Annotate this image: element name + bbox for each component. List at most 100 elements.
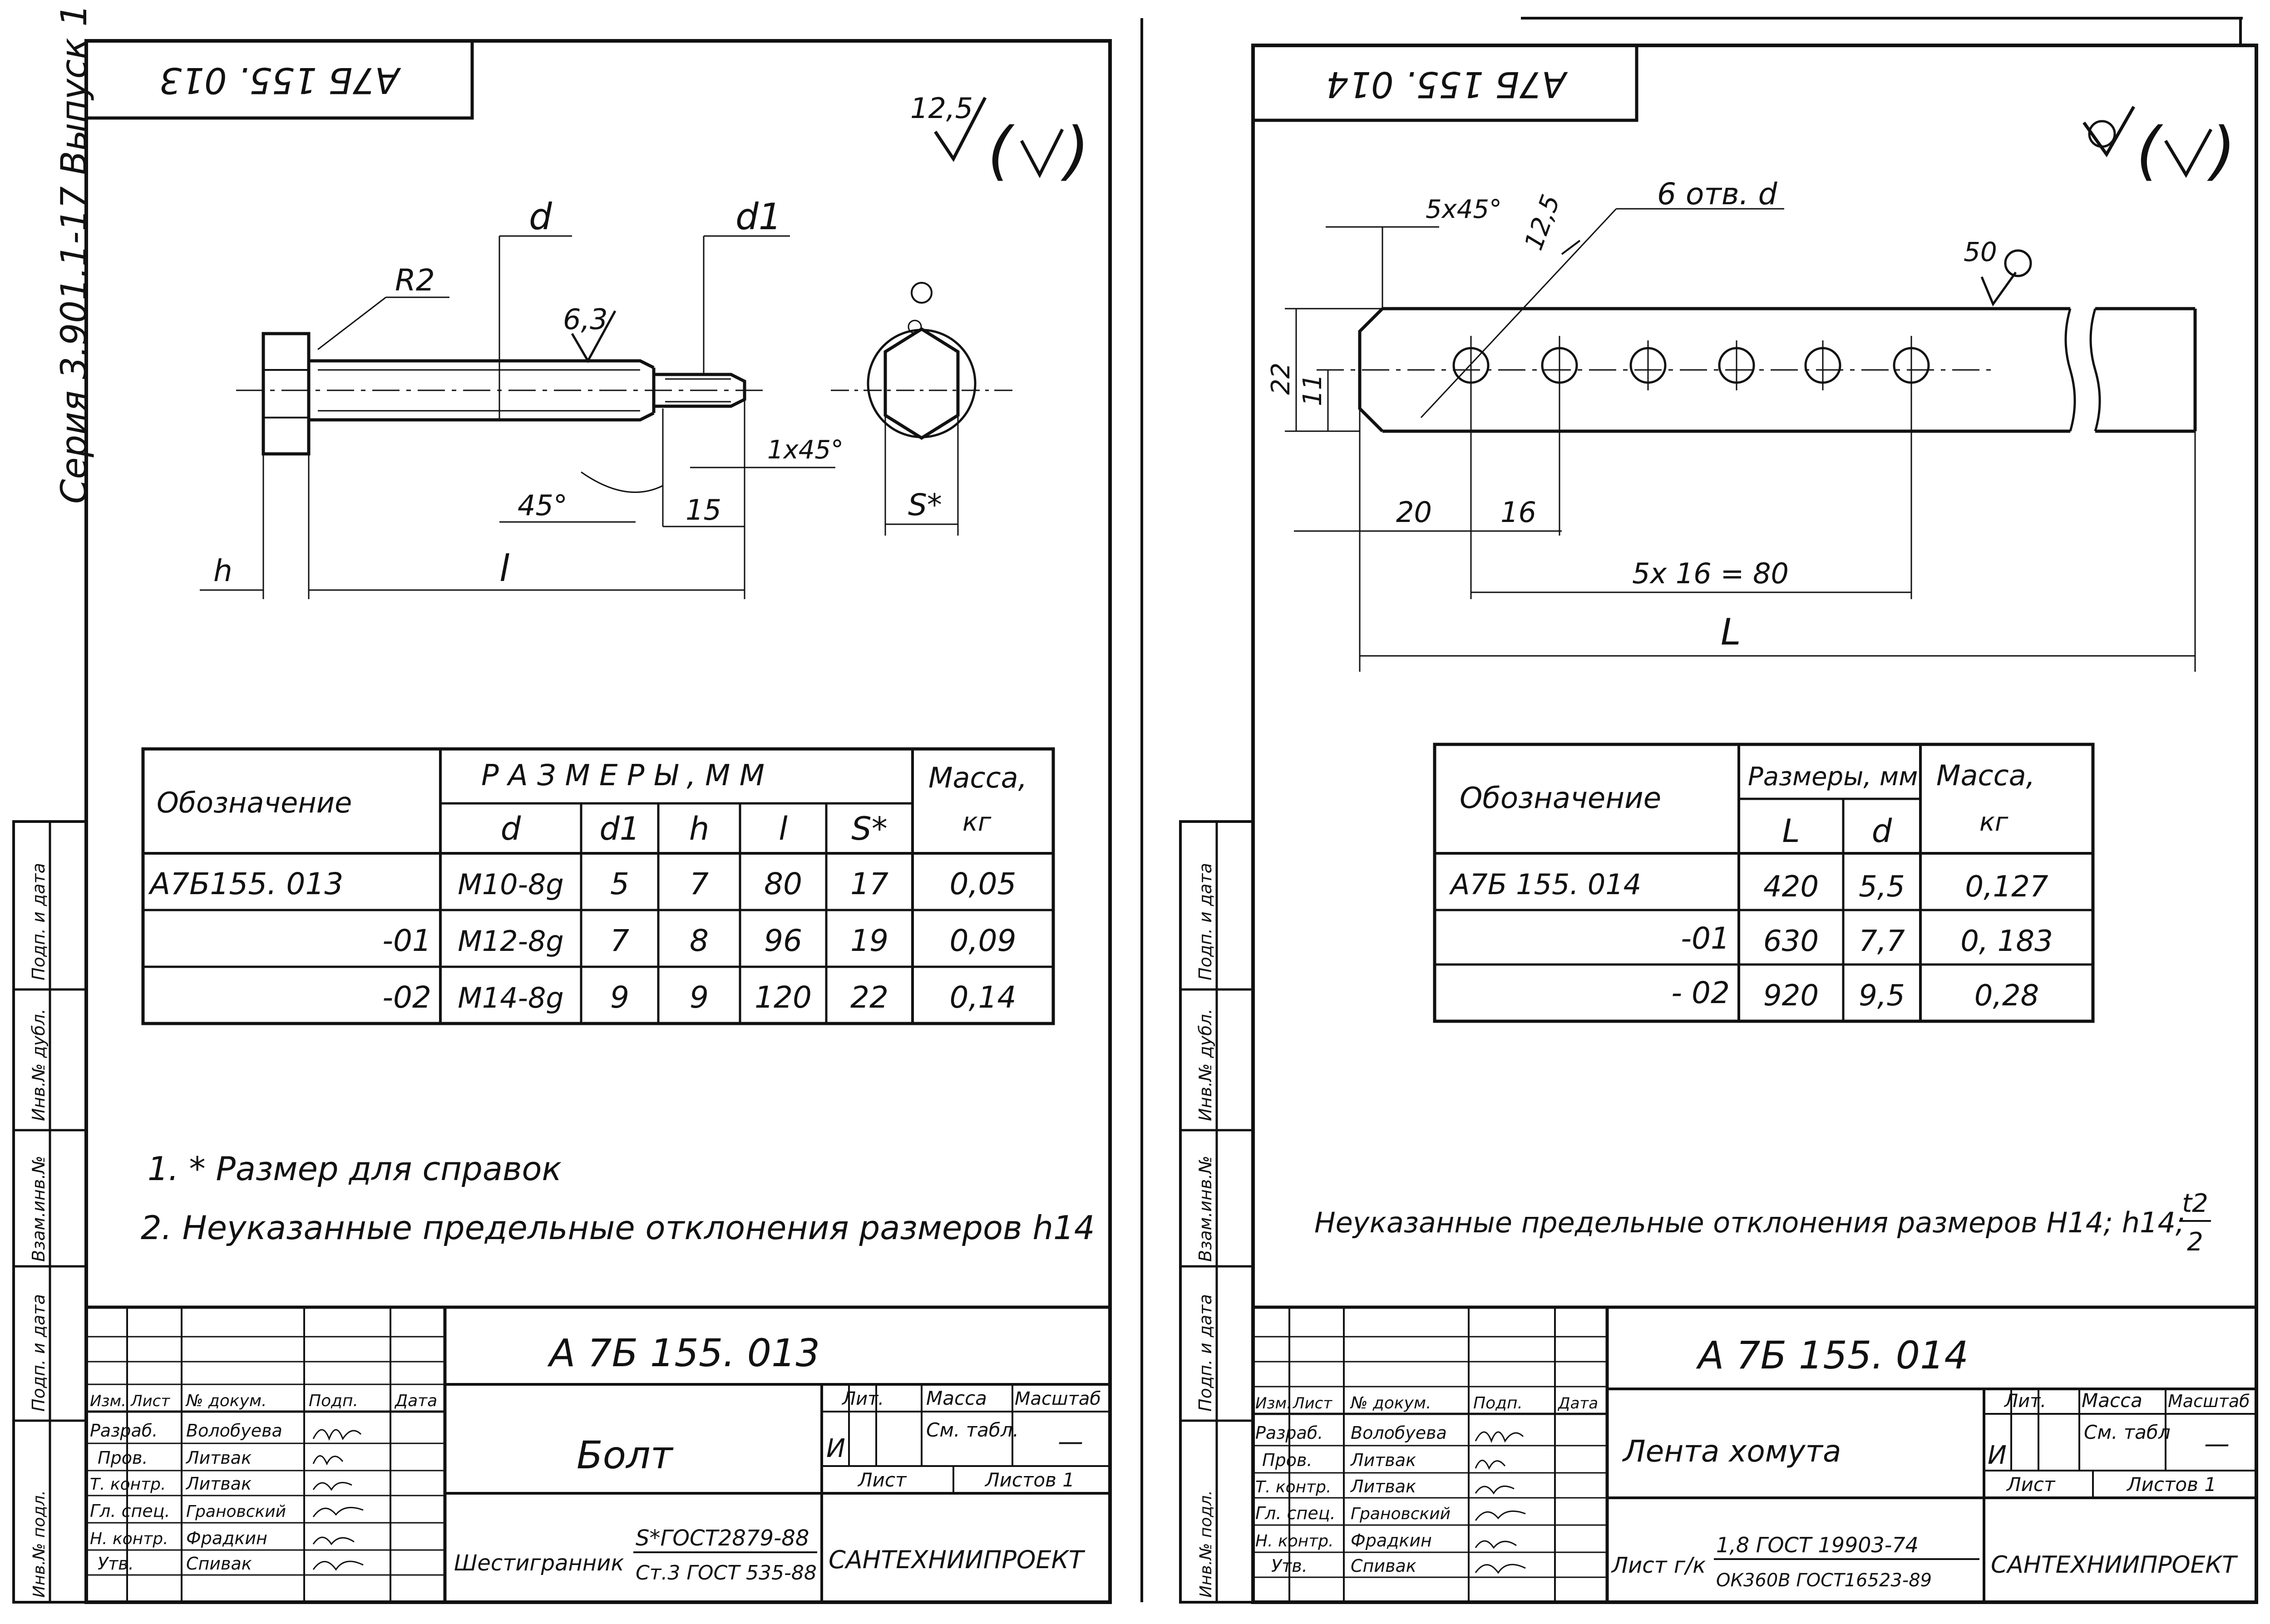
right-table-h-mass-unit: кг (1979, 807, 2008, 837)
dim-h: h (213, 553, 232, 588)
table-cell: 9,5 (1859, 979, 1905, 1013)
right-table-h-mass: Масса, (1936, 759, 2035, 792)
stamp-podl-r: Инв.№ подл. (1197, 1490, 1215, 1598)
left-table-h-sizes: Р А З М Е Р Ы , М М (481, 759, 765, 792)
mass-header-r: Масса (2082, 1389, 2142, 1412)
stamp-vzam-r: Взам.инв.№ (1195, 1156, 1215, 1262)
right-table-h-name: Обозначение (1460, 782, 1661, 815)
table-cell: 22 (850, 980, 888, 1015)
table-cell: 0, 183 (1960, 925, 2053, 958)
dim-l: l (499, 547, 509, 590)
left-sub-h: h (689, 810, 709, 847)
right-note-frac-bottom: 2 (2187, 1227, 2203, 1257)
table-row: - 02 (1671, 975, 1730, 1010)
dim-roughness-63: 6,3 (563, 303, 608, 336)
material-label-r: Лист г/к (1611, 1553, 1706, 1578)
table-cell: 0,05 (950, 866, 1017, 901)
left-title-name: Болт (577, 1433, 674, 1477)
lit-header: Лит. (841, 1388, 884, 1409)
scale-header: Масштаб (1015, 1388, 1101, 1409)
stamp-dubl-r: Инв.№ дубл. (1195, 1009, 1215, 1121)
dim-angle: 45° (518, 489, 568, 522)
role-utv: Утв. (98, 1554, 134, 1574)
dim-r2: R2 (395, 263, 435, 298)
left-code-box (84, 39, 474, 120)
lit-value: И (826, 1434, 845, 1463)
scale-value: — (1058, 1427, 1083, 1457)
bolt-drawing: d d1 R2 6,3 1x45° 45° 15 (200, 196, 1012, 599)
role-prov-r: Пров. (1262, 1450, 1312, 1470)
left-sub-s: S* (851, 810, 887, 847)
table-cell: 0,127 (1965, 870, 2048, 904)
person-nkontr-r: Фрадкин (1351, 1530, 1432, 1550)
table-row: А7Б 155. 014 (1449, 868, 1641, 901)
table-cell: 5,5 (1859, 870, 1905, 904)
table-cell: M12-8g (458, 925, 564, 958)
left-note-1: 1. * Размер для справок (148, 1150, 562, 1188)
table-row: -01 (1681, 921, 1730, 956)
dim-15: 15 (686, 493, 721, 527)
table-cell: 9 (610, 980, 629, 1015)
sheets-label: Листов 1 (984, 1469, 1075, 1491)
sheet-label-r: Лист (2006, 1473, 2056, 1496)
role-tkontr-r: Т. контр. (1255, 1478, 1331, 1496)
right-sub-d: d (1872, 812, 1892, 850)
left-table-h-name: Обозначение (157, 786, 352, 819)
material-bottom: Ст.3 ГОСТ 535-88 (636, 1561, 817, 1585)
table-cell: M14-8g (458, 981, 564, 1014)
stamp-podp-r1: Подп. и дата (1195, 863, 1215, 980)
table-cell: 5 (610, 866, 629, 901)
person-prov-r: Литвак (1350, 1450, 1416, 1470)
role-utv-r: Утв. (1271, 1556, 1308, 1576)
mass-value-r: См. табл (2084, 1421, 2171, 1443)
left-roughness-mark: 12,5 ( ) (910, 92, 1090, 188)
table-cell: 0,09 (950, 923, 1017, 958)
signature-2 (312, 1455, 344, 1466)
person-tkontr: Литвак (185, 1474, 252, 1494)
signature-5 (312, 1536, 355, 1545)
sheet-label: Лист (857, 1469, 907, 1491)
signature-r6 (1475, 1564, 1526, 1574)
dim-chamfer-r: 5x45° (1426, 195, 1502, 224)
table-row: А7Б155. 013 (148, 866, 343, 901)
right-note: Неуказанные предельные отклонения размер… (1314, 1206, 2185, 1239)
left-sub-l: l (779, 810, 788, 847)
stamp-podp-r2: Подп. и дата (1195, 1294, 1215, 1412)
table-row: -01 (382, 923, 431, 958)
sheets-label-r: Листов 1 (2126, 1473, 2216, 1496)
right-note-frac-top: t2 (2182, 1189, 2208, 1218)
role-glspec: Гл. спец. (90, 1501, 170, 1521)
left-table: Обозначение Р А З М Е Р Ы , М М Масса, к… (141, 747, 1055, 1025)
dim-L: L (1721, 611, 1741, 653)
signature-r1 (1475, 1431, 1524, 1443)
stamp-podl: Инв.№ подл. (30, 1490, 49, 1598)
table-cell: 0,14 (950, 980, 1017, 1015)
right-sheet: А7Б 155. 014 Взам.инв.№ Инв.№ дубл. Подп… (1179, 17, 2258, 1604)
person-utv-r: Спивак (1351, 1556, 1416, 1576)
dim-20: 20 (1396, 496, 1432, 529)
bracket-right: ) (1061, 114, 1090, 188)
table-cell: 0,28 (1974, 979, 2039, 1013)
table-cell: 17 (850, 866, 888, 901)
dim-holes: 6 отв. d (1657, 177, 1778, 212)
col-doc-r: № докум. (1350, 1394, 1431, 1412)
table-cell: 7 (690, 866, 709, 901)
person-razrab: Волобуева (186, 1421, 282, 1441)
right-roughness-mark: ( ) (2082, 106, 2236, 188)
dim-chamfer: 1x45° (767, 435, 844, 465)
person-razrab-r: Волобуева (1351, 1423, 1447, 1443)
col-podp: Подп. (309, 1392, 358, 1410)
role-nkontr: Н. контр. (90, 1530, 168, 1548)
lit-header-r: Лит. (2004, 1391, 2046, 1412)
left-title-code: А 7Б 155. 013 (547, 1331, 820, 1375)
person-glspec-r: Грановский (1351, 1505, 1451, 1523)
col-date-r: Дата (1557, 1394, 1598, 1412)
role-glspec-r: Гл. спец. (1255, 1503, 1336, 1523)
person-glspec: Грановский (186, 1502, 286, 1521)
left-sheet: А7Б 155. 013 Серия 3.901.1-17 Выпуск 1 В… (12, 4, 1112, 1604)
material-top-r: 1,8 ГОСТ 19903-74 (1716, 1533, 1919, 1557)
col-podp-r: Подп. (1473, 1394, 1523, 1412)
left-table-h-mass-unit: кг (962, 807, 992, 837)
col-izm: Изм. (90, 1392, 126, 1410)
